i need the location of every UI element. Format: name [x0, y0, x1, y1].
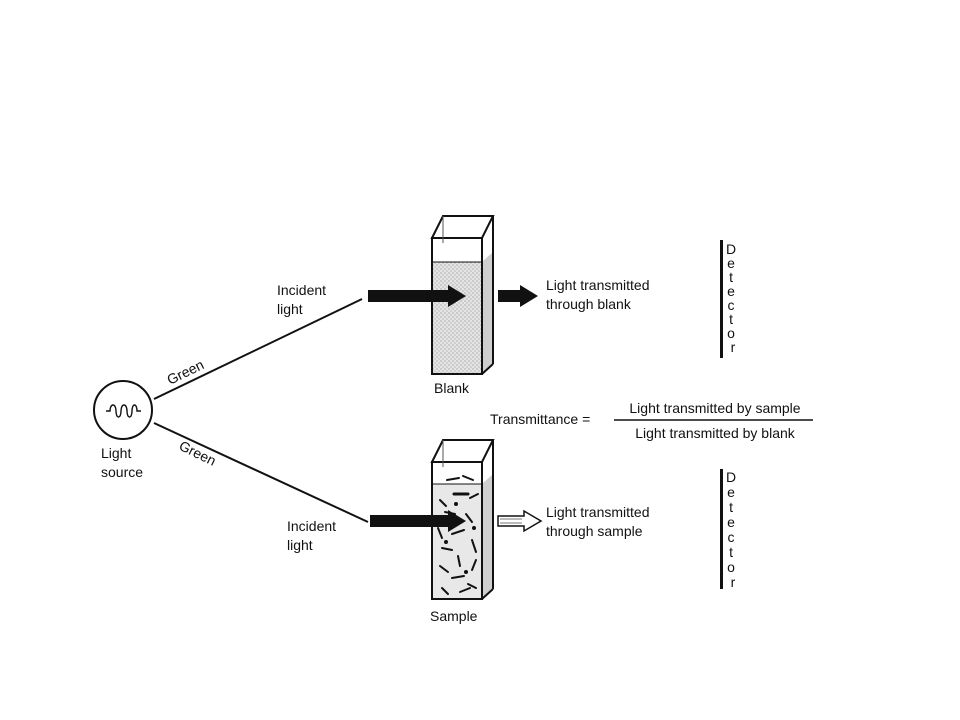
beam-line-bottom — [153, 422, 369, 523]
detector-top-letter: c — [728, 297, 735, 313]
formula-numerator: Light transmitted by sample — [629, 400, 800, 416]
blank-transmitted-line1: Light transmitted — [546, 277, 650, 293]
detector-top-letter: t — [729, 311, 733, 327]
detector-top-bar — [720, 240, 723, 358]
detector-bottom-bar — [720, 469, 723, 589]
light-source-label-line1: Light — [101, 445, 131, 461]
blank-label: Blank — [434, 380, 470, 396]
detector-bottom-letter: D — [726, 469, 736, 485]
detector-top-letter: o — [727, 325, 735, 341]
detector-top-letter: t — [729, 269, 733, 285]
light-source — [93, 380, 153, 440]
sample-transmitted-line1: Light transmitted — [546, 504, 650, 520]
detector-bottom-letter: e — [727, 484, 735, 500]
detector-bottom-letter: e — [727, 514, 735, 530]
transmitted-arrow-blank — [498, 285, 538, 307]
detector-top-letters: D e t e c t o r — [726, 241, 740, 355]
sample-cuvette — [430, 439, 495, 600]
detector-bottom-letters: D e t e c t o r — [726, 469, 740, 590]
incident-top-line1: Incident — [277, 282, 326, 298]
detector-bottom-letter: t — [729, 499, 733, 515]
formula-denominator: Light transmitted by blank — [635, 425, 796, 441]
incident-arrow-sample — [370, 510, 466, 532]
beam-line-top — [153, 298, 363, 400]
incident-top-line2: light — [277, 301, 303, 317]
detector-top-letter: e — [727, 255, 735, 271]
detector-top-letter: e — [727, 283, 735, 299]
beam-bottom-color-label: Green — [177, 437, 219, 468]
formula-lhs: Transmittance = — [490, 411, 590, 427]
incident-arrow-blank — [368, 285, 466, 307]
transmitted-arrow-sample — [497, 509, 543, 533]
detector-bottom-letter: c — [728, 529, 735, 545]
detector-bottom-letter: r — [731, 574, 736, 590]
light-source-label-line2: source — [101, 464, 143, 480]
sample-label: Sample — [430, 608, 478, 624]
incident-bottom-line2: light — [287, 537, 313, 553]
detector-top-letter: r — [731, 339, 736, 355]
filament-icon — [106, 404, 141, 418]
detector-bottom-letter: o — [727, 559, 735, 575]
blank-cuvette — [430, 215, 495, 375]
sample-transmitted-line2: through sample — [546, 523, 643, 539]
detector-top-letter: D — [726, 241, 736, 257]
detector-bottom-letter: t — [729, 544, 733, 560]
incident-bottom-line1: Incident — [287, 518, 336, 534]
blank-transmitted-line2: through blank — [546, 296, 632, 312]
